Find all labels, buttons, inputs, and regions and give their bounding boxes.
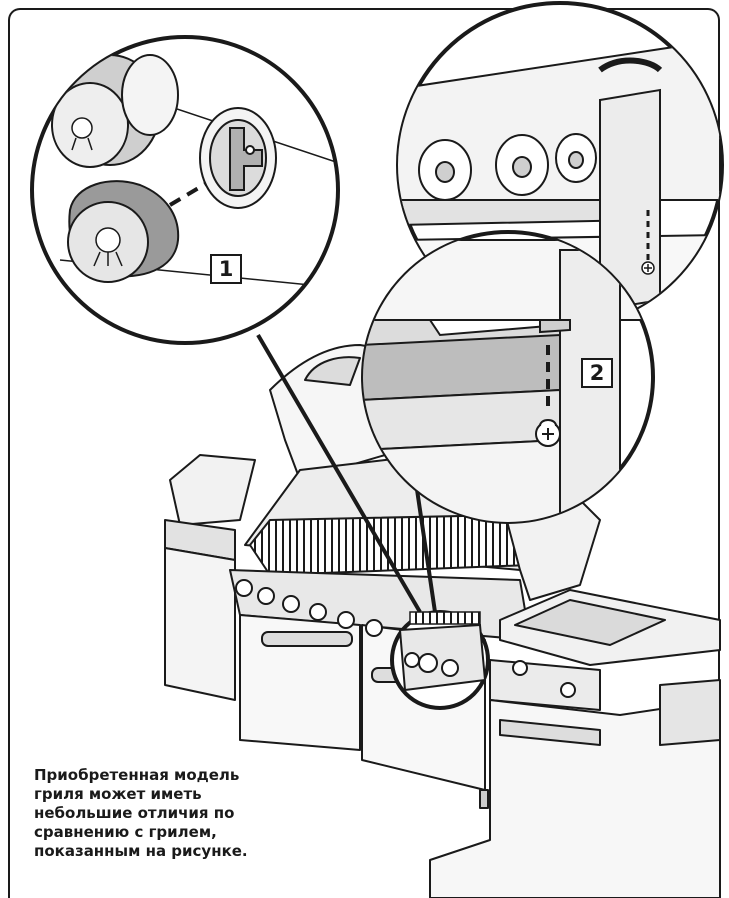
cooking-grates bbox=[249, 514, 531, 576]
illustration-frame bbox=[8, 8, 720, 898]
callout-circle-knob bbox=[30, 35, 340, 345]
knob-icon bbox=[512, 660, 528, 676]
step-1-label: 1 bbox=[210, 254, 242, 284]
knob-icon bbox=[235, 579, 253, 597]
knob-icon bbox=[337, 611, 355, 629]
step-2-label: 2 bbox=[581, 358, 613, 388]
knob-icon bbox=[309, 603, 327, 621]
knob-icon bbox=[282, 595, 300, 613]
weber-kettle-logo-icon bbox=[93, 227, 123, 267]
knob-icon bbox=[560, 682, 576, 698]
knob-icon bbox=[257, 587, 275, 605]
knob-icon bbox=[365, 619, 383, 637]
callout-circle-screw bbox=[361, 230, 655, 524]
disclaimer-caption: Приобретенная модель гриля может иметь н… bbox=[34, 766, 248, 860]
weber-kettle-logo-icon bbox=[71, 117, 93, 151]
screw-icon bbox=[535, 419, 561, 447]
control-panel-zoom-ring bbox=[390, 610, 490, 710]
screw-icon bbox=[641, 261, 655, 275]
